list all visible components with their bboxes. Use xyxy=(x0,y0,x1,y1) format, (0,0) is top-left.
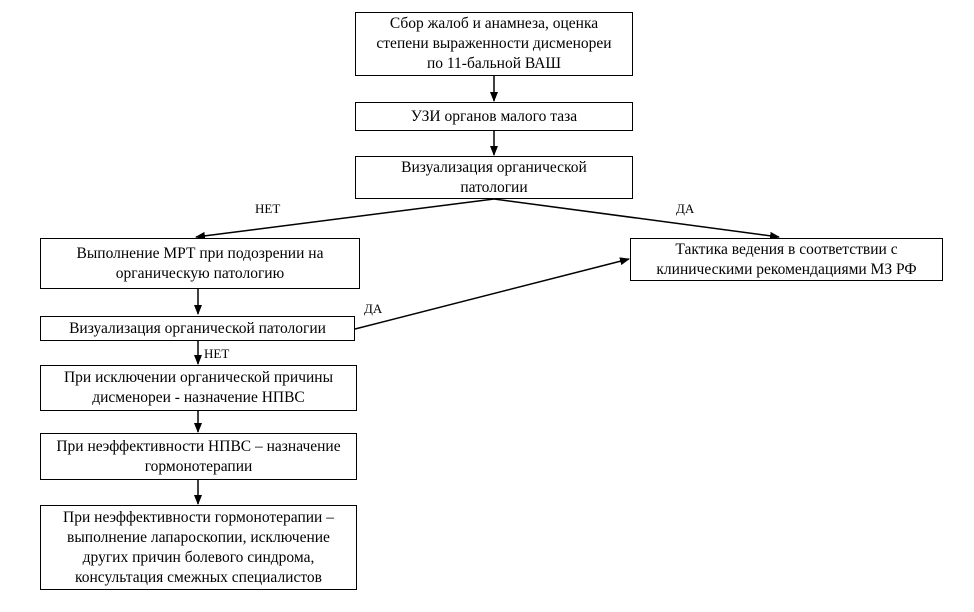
node-laparoscopy: При неэффективности гормонотерапии – вып… xyxy=(40,505,357,590)
node-visualization-2: Визуализация органической патологии xyxy=(40,316,355,341)
label-yes-mid: ДА xyxy=(364,301,383,316)
label-yes-top: ДА xyxy=(676,201,695,216)
node-complaints: Сбор жалоб и анамнеза, оценка степени вы… xyxy=(355,12,633,76)
arrow-visualization2-to-tactics xyxy=(354,257,630,330)
node-hormone: При неэффективности НПВС – назначение го… xyxy=(40,433,357,480)
label-no-mid: НЕТ xyxy=(204,346,230,361)
node-visualization-1: Визуализация органической патологии xyxy=(355,156,633,199)
node-mri: Выполнение МРТ при подозрении на органич… xyxy=(40,238,360,289)
node-tactics: Тактика ведения в соответствии с клиниче… xyxy=(630,238,943,281)
node-ultrasound: УЗИ органов малого таза xyxy=(355,102,633,131)
node-nsaid: При исключении органической причины дисм… xyxy=(40,365,357,411)
arrow-visualization-to-tactics xyxy=(493,198,780,240)
label-no-top: НЕТ xyxy=(255,201,281,216)
arrow-visualization-to-mri xyxy=(195,198,495,240)
